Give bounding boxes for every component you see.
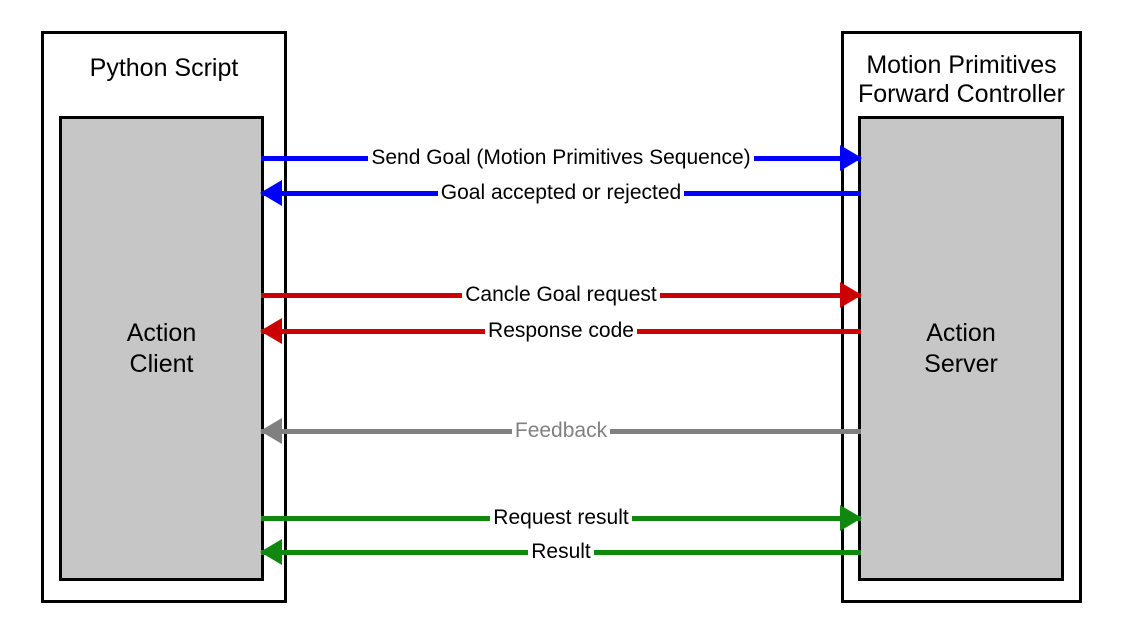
message-label: Result bbox=[261, 540, 861, 563]
message-label: Cancle Goal request bbox=[261, 283, 861, 306]
message-label: Response code bbox=[261, 319, 861, 342]
message-label-text: Goal accepted or rejected bbox=[437, 181, 685, 204]
arrowhead-left-icon bbox=[260, 418, 282, 444]
arrowhead-right-icon bbox=[840, 505, 862, 531]
arrowhead-left-icon bbox=[260, 318, 282, 344]
lifeline-box-action-client: Action Client bbox=[59, 116, 264, 581]
message-label: Feedback bbox=[261, 419, 861, 442]
message-label-text: Response code bbox=[485, 319, 637, 342]
arrowhead-right-icon bbox=[840, 145, 862, 171]
participant-title-python-script: Python Script bbox=[89, 54, 239, 82]
message-label: Request result bbox=[261, 506, 861, 529]
message-label-text: Result bbox=[528, 540, 594, 563]
lifeline-label-action-server: Action Server bbox=[924, 318, 998, 378]
message-label-text: Feedback bbox=[511, 419, 611, 442]
participant-title-motion-primitives-forward-controller: Motion Primitives Forward Controller bbox=[857, 51, 1065, 108]
lifeline-box-action-server: Action Server bbox=[858, 116, 1064, 581]
message-label: Send Goal (Motion Primitives Sequence) bbox=[261, 146, 861, 169]
arrowhead-left-icon bbox=[260, 180, 282, 206]
message-label-text: Request result bbox=[490, 506, 632, 529]
arrowhead-right-icon bbox=[840, 282, 862, 308]
message-label: Goal accepted or rejected bbox=[261, 181, 861, 204]
arrowhead-left-icon bbox=[260, 539, 282, 565]
message-label-text: Cancle Goal request bbox=[462, 283, 660, 306]
message-label-text: Send Goal (Motion Primitives Sequence) bbox=[368, 146, 754, 169]
lifeline-label-action-client: Action Client bbox=[126, 318, 197, 378]
